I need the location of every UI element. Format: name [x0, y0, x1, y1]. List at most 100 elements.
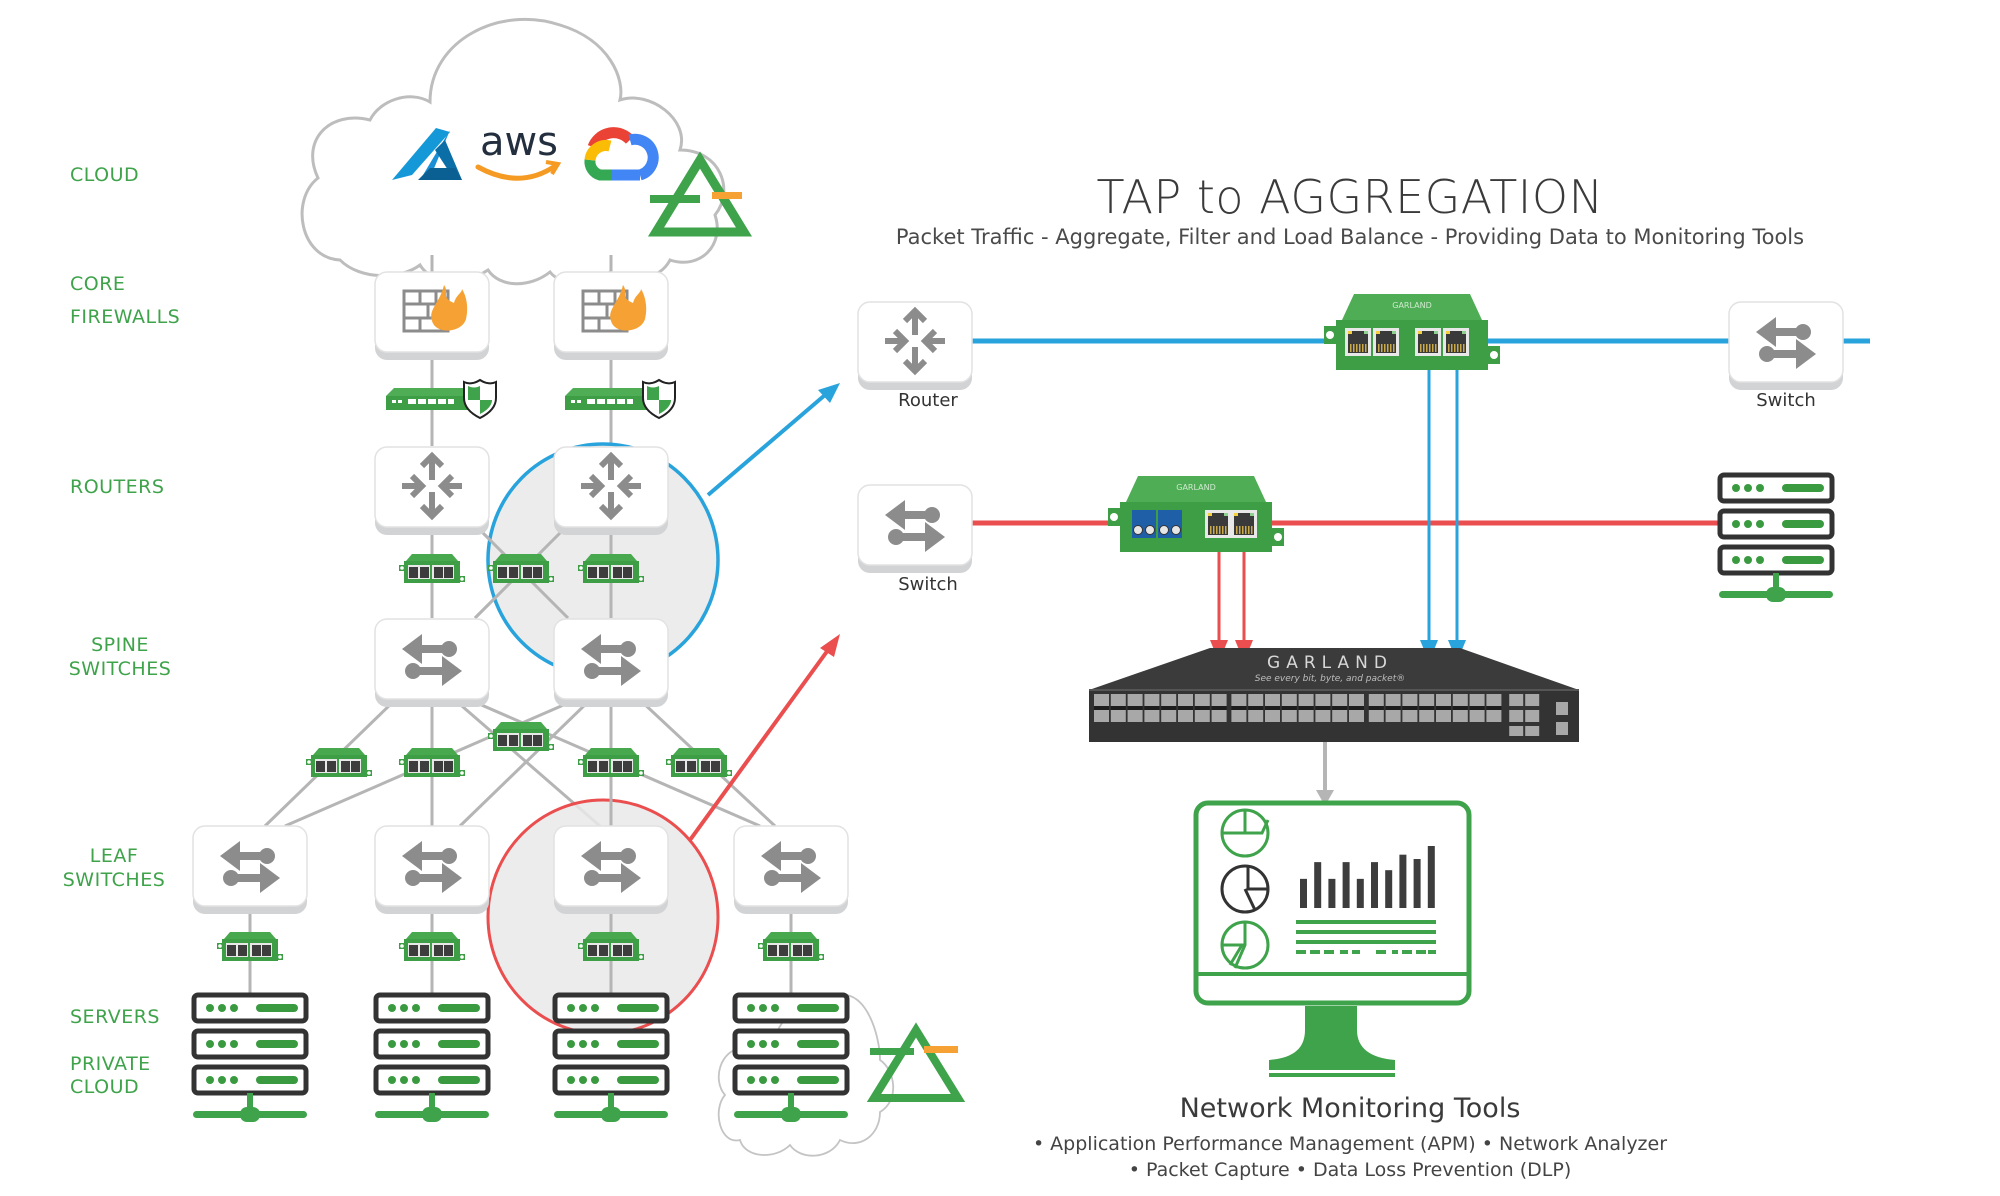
broker-uplink-port: [1509, 710, 1524, 722]
broker-port-divider: [1110, 706, 1126, 710]
broker-port: [1486, 710, 1502, 722]
broker-port: [1110, 694, 1126, 706]
router-tap-1[interactable]: [399, 554, 465, 583]
monitor-bar: [1342, 862, 1350, 908]
tier-label-cloud: CLOUD: [70, 164, 140, 186]
switch-top-label: Switch: [1756, 390, 1816, 411]
broker-port: [1231, 694, 1247, 706]
tier-label-private: PRIVATE: [70, 1053, 151, 1075]
switch-device-top[interactable]: [1728, 301, 1844, 391]
leaf-tap-4[interactable]: [758, 932, 824, 961]
broker-port: [1452, 694, 1468, 706]
spine-leaf-tap-3[interactable]: [488, 722, 554, 751]
monitor-bar: [1427, 846, 1435, 908]
broker-port: [1332, 694, 1348, 706]
broker-port: [1178, 710, 1193, 722]
broker-to-monitor-arrow: [1316, 742, 1334, 806]
broker-port: [1385, 710, 1401, 722]
broker-port: [1469, 694, 1485, 706]
broker-uplink-port: [1525, 694, 1540, 706]
tier-label-routers: ROUTERS: [70, 476, 165, 498]
spine-leaf-tap-4[interactable]: [578, 748, 644, 777]
broker-port-divider: [1486, 706, 1502, 710]
router-tap-3[interactable]: [578, 554, 644, 583]
broker-uplink-port: [1525, 710, 1540, 722]
broker-port-divider: [1144, 706, 1160, 710]
broker-port: [1127, 694, 1143, 706]
core-firewall-2[interactable]: [553, 271, 669, 361]
pie-chart-icon: [1220, 920, 1270, 970]
broker-port-divider: [1127, 706, 1143, 710]
leaf-switch-1[interactable]: [192, 825, 308, 915]
server-stack-2[interactable]: [375, 995, 489, 1122]
garland-triangle-logo-icon: [647, 151, 753, 237]
spine-switch-1[interactable]: [374, 618, 490, 708]
router-tap-2[interactable]: [488, 554, 554, 583]
router-1[interactable]: [374, 446, 490, 536]
broker-uplink-port: [1525, 726, 1540, 736]
leaf-tap-2[interactable]: [399, 932, 465, 961]
broker-port-divider: [1385, 706, 1401, 710]
broker-port: [1161, 694, 1177, 706]
broker-port-divider: [1211, 706, 1227, 710]
server-stack-4[interactable]: [734, 995, 848, 1122]
tier-label-leaf: LEAF: [89, 845, 139, 867]
broker-uplink-port: [1509, 694, 1524, 706]
packet-broker[interactable]: GARLAND See every bit, byte, and packet®: [1089, 648, 1579, 742]
switch-device-left[interactable]: [857, 484, 973, 574]
broker-port: [1452, 710, 1468, 722]
broker-port-divider: [1315, 706, 1331, 710]
broker-port: [1298, 710, 1314, 722]
monitor-bar: [1413, 859, 1421, 908]
broker-port-divider: [1178, 706, 1193, 710]
broker-port: [1094, 694, 1109, 706]
monitoring-tools-monitor[interactable]: [1193, 800, 1472, 1077]
server-stack-1[interactable]: [193, 995, 307, 1122]
spine-leaf-tap-5[interactable]: [666, 748, 732, 777]
spine-leaf-tap-1[interactable]: [306, 748, 372, 777]
router-device[interactable]: [857, 301, 973, 391]
broker-port: [1231, 710, 1247, 722]
broker-port: [1332, 710, 1348, 722]
copper-tap-top[interactable]: [1324, 294, 1500, 370]
leaf-switch-3[interactable]: [553, 825, 669, 915]
aws-wordmark: aws: [480, 119, 558, 165]
router-2[interactable]: [553, 446, 669, 536]
tier-label-firewalls: FIREWALLS: [70, 306, 181, 328]
leaf-tap-1[interactable]: [217, 932, 283, 961]
server-stack-right[interactable]: [1719, 475, 1833, 602]
leaf-switch-4[interactable]: [733, 825, 849, 915]
broker-port: [1265, 694, 1280, 706]
dash-segment: [1324, 950, 1334, 954]
dash-segment: [1376, 950, 1386, 954]
broker-mgmt-port: [1556, 722, 1568, 735]
broker-port: [1281, 710, 1297, 722]
broker-port-divider: [1094, 706, 1109, 710]
leaf-switch-2[interactable]: [374, 825, 490, 915]
firewall-tap-2[interactable]: [564, 379, 676, 419]
broker-port: [1178, 694, 1193, 706]
tier-label-spine: SPINE: [91, 634, 149, 656]
broker-port: [1486, 694, 1502, 706]
broker-port-divider: [1349, 706, 1364, 710]
spine-leaf-tap-2[interactable]: [399, 748, 465, 777]
page-subtitle: Packet Traffic - Aggregate, Filter and L…: [895, 225, 1805, 249]
broker-port: [1265, 710, 1280, 722]
fiber-tap-bottom[interactable]: [1108, 476, 1284, 552]
broker-port: [1110, 710, 1126, 722]
dash-segment: [1352, 950, 1360, 954]
leaf-tap-3[interactable]: [578, 932, 644, 961]
server-stack-3[interactable]: [554, 995, 668, 1122]
switch-left-label: Switch: [898, 574, 958, 595]
broker-port: [1298, 694, 1314, 706]
firewall-tap-1[interactable]: [385, 379, 497, 419]
bar-chart-icon: [1300, 846, 1435, 908]
pie-chart-icon: [1220, 808, 1270, 858]
dash-segment: [1428, 950, 1436, 954]
monitor-bar: [1328, 878, 1336, 908]
core-firewall-1[interactable]: [374, 271, 490, 361]
broker-port-divider: [1194, 706, 1210, 710]
broker-port: [1436, 710, 1451, 722]
broker-port: [1144, 710, 1160, 722]
spine-switch-2[interactable]: [553, 618, 669, 708]
